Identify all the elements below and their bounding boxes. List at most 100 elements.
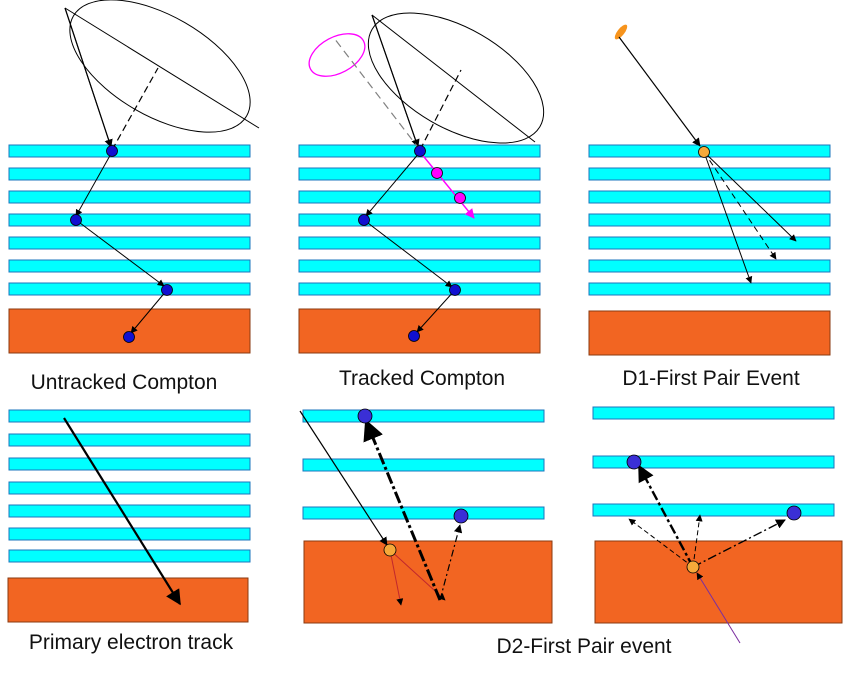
incoming-photon-track [618, 36, 701, 147]
source-direction-marker [614, 24, 628, 40]
backsplash-track [628, 518, 694, 568]
calorimeter-block [8, 308, 251, 354]
panel-label: D1-First Pair Event [622, 367, 800, 390]
tracker-layer [8, 259, 251, 273]
cone-edge [371, 14, 536, 143]
tracker-layer [298, 236, 541, 250]
compton-hit-marker [358, 214, 370, 226]
panel-d2-first-pair-right [592, 406, 843, 644]
tracker-layer [8, 481, 251, 495]
compton-cone-ring [69, 0, 251, 133]
compton-hit-marker [449, 284, 461, 296]
backsplash-track [692, 514, 703, 568]
tracker-layer [302, 506, 545, 520]
tracker-hit-marker [357, 408, 373, 424]
tracker-layers [8, 409, 251, 563]
backsplash-track [439, 524, 463, 601]
panel-primary-electron: Primary electron track [7, 409, 251, 654]
panel-label: Tracked Compton [339, 367, 505, 390]
calorimeter-block [594, 540, 843, 624]
tracker-layer [298, 167, 541, 181]
tracker-layers [298, 144, 541, 296]
incoming-photon-track [371, 14, 420, 148]
compton-hit-marker [161, 284, 173, 296]
back-projection-axis [333, 37, 421, 151]
panel-untracked-compton: Untracked Compton [8, 0, 260, 394]
tracker-layers [8, 144, 251, 296]
compton-hit-marker [408, 330, 420, 342]
incoming-track [696, 572, 741, 644]
compton-cone-ring [367, 12, 545, 144]
panel-d1-first-pair: D1-First Pair Event [588, 24, 831, 390]
cone-edge [64, 7, 260, 129]
pair-track [703, 151, 797, 242]
tracker-hit-marker [626, 454, 642, 470]
panel-label: Untracked Compton [31, 371, 218, 394]
tracker-layer [592, 503, 835, 517]
tracker-layer [302, 409, 545, 423]
calorimeter-block [298, 308, 541, 354]
backsplash-track [692, 519, 786, 568]
tracker-layer [8, 236, 251, 250]
calorimeter-block [303, 540, 553, 624]
tracker-layers [302, 409, 545, 520]
incoming-photon-track [64, 7, 113, 148]
tracker-layer [8, 144, 251, 158]
scatter-track [363, 219, 453, 288]
shower-track [389, 549, 404, 606]
scatter-track [365, 151, 421, 217]
compton-hit-marker [70, 214, 82, 226]
tracker-layer [298, 213, 541, 227]
compton-hit-marker [123, 331, 135, 343]
scatter-track [75, 151, 113, 217]
panel-label: D2-First Pair event [496, 635, 671, 658]
tracker-layer [8, 433, 251, 447]
electron-arc-ring [308, 33, 366, 77]
panel-label: Primary electron track [29, 631, 234, 654]
electron-hit-marker [431, 167, 443, 179]
backsplash-track [363, 419, 442, 601]
tracker-layer [588, 213, 831, 227]
tracker-layer [8, 282, 251, 296]
scatter-track [75, 219, 165, 287]
tracker-layer [298, 282, 541, 296]
calorimeter-block [7, 577, 249, 623]
scatter-track [130, 289, 168, 334]
tracker-layer [302, 458, 545, 472]
primary-electron-track [63, 417, 181, 606]
compton-hit-marker [106, 145, 118, 157]
tracker-layers [592, 406, 835, 517]
pair-vertex-marker [383, 543, 397, 557]
tracker-layer [298, 190, 541, 204]
tracker-layer [8, 527, 251, 541]
tracker-layer [8, 213, 251, 227]
panel-tracked-compton: Tracked Compton [298, 12, 545, 390]
panel-d2-first-pair-left [299, 408, 553, 624]
tracker-layer [8, 409, 251, 423]
tracker-layer [8, 504, 251, 518]
pair-vertex-marker [698, 146, 710, 158]
compton-hit-marker [414, 145, 426, 157]
tracker-layer [588, 236, 831, 250]
tracker-layer [298, 259, 541, 273]
tracker-layer [8, 457, 251, 471]
incoming-photon-track [299, 410, 388, 546]
photon-direction-axis [703, 151, 777, 260]
tracker-layer [588, 259, 831, 273]
pair-track [703, 151, 753, 284]
tracker-hit-marker [786, 505, 802, 521]
tracker-hit-marker [453, 508, 469, 524]
tracker-layer [8, 167, 251, 181]
scatter-track [416, 289, 456, 333]
tracker-layer [588, 282, 831, 296]
tracker-layer [588, 190, 831, 204]
tracker-layer [8, 190, 251, 204]
tracker-layer [8, 549, 251, 563]
scattered-photon-axis [419, 69, 462, 151]
electron-hit-marker [454, 192, 466, 204]
backsplash-track [637, 464, 695, 568]
scattered-photon-axis [111, 67, 159, 151]
tracker-layer [588, 167, 831, 181]
tracker-layer [592, 406, 835, 420]
